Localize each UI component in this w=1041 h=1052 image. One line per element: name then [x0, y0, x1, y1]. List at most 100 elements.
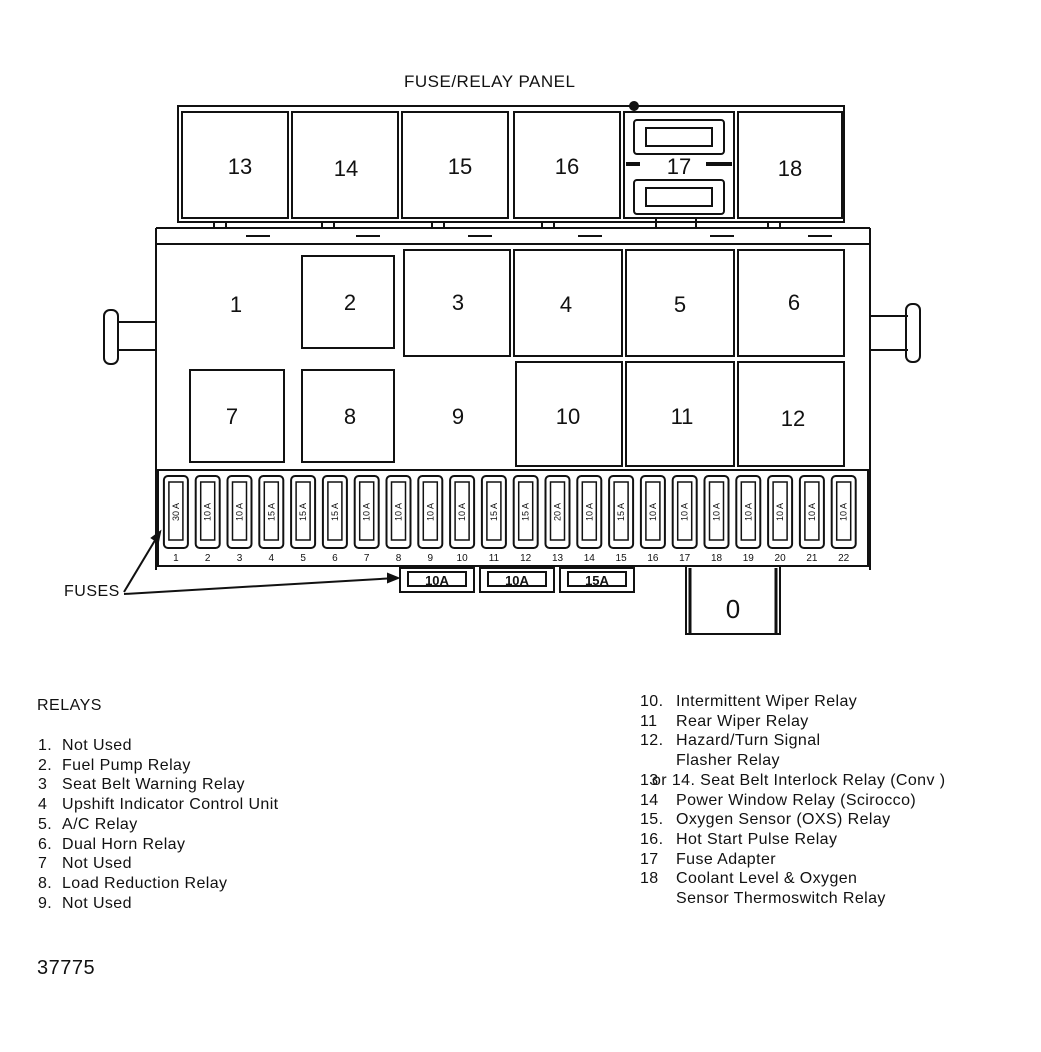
- relay-16: [513, 111, 621, 219]
- fuse-rating-label: 15 A: [298, 503, 308, 521]
- fuse-number-label: 4: [269, 553, 275, 564]
- fuse-rating-label: 15 A: [521, 503, 531, 521]
- legend-item: 12.Hazard/Turn Signal: [640, 732, 821, 750]
- relay-2-label: 2: [344, 290, 356, 315]
- fuse-16: 10 A 16: [639, 475, 666, 564]
- fuse-2: 10 A 2: [194, 475, 221, 564]
- fuse-number-label: 19: [743, 553, 755, 564]
- fuse-20: 10 A20: [767, 475, 794, 564]
- legend-item: 5.A/C Relay: [38, 815, 138, 833]
- fuse-rating-label: 10 A: [235, 503, 245, 521]
- legend-item: 8.Load Reduction Relay: [38, 874, 228, 892]
- relay-5-label: 5: [674, 292, 686, 317]
- relay-8-label: 8: [344, 404, 356, 429]
- fuse-rating-label: 15 A: [266, 503, 276, 521]
- relay-10-label: 10: [556, 404, 580, 429]
- legend-item: 9.Not Used: [38, 894, 132, 912]
- fuse-19: 10 A19: [735, 475, 762, 564]
- top-relay-strip: [177, 101, 845, 223]
- fuse-number-label: 3: [237, 553, 243, 564]
- relay-12: [737, 361, 845, 467]
- relay-17-fuse-adapter: [623, 101, 735, 219]
- relay-12-label: 12: [781, 406, 805, 431]
- legend-item: 1.Not Used: [38, 737, 132, 754]
- fuse-12: 15 A12: [512, 475, 539, 564]
- relay-11: [625, 361, 735, 467]
- fuse-number-label: 6: [332, 553, 338, 564]
- relay-4-label: 4: [560, 292, 572, 317]
- fuse-rating-label: 30 A: [171, 503, 181, 521]
- bottom-fuse-row: [399, 567, 635, 593]
- connector-label: 0: [726, 594, 740, 624]
- relay-14-label: 14: [334, 156, 358, 181]
- fuse-rating-label: 10 A: [362, 503, 372, 521]
- fuse-rating-label: 10 A: [203, 503, 213, 521]
- fuse-number-label: 22: [838, 553, 850, 564]
- diagram-title: FUSE/RELAY PANEL: [404, 72, 576, 91]
- fuse-rating-label: 15 A: [616, 503, 626, 521]
- fuse-3: 10 A 3: [226, 475, 253, 564]
- fuse-number-label: 20: [775, 553, 787, 564]
- relay-13-label: 13: [228, 154, 252, 179]
- fuse-rating-label: 10 A: [712, 503, 722, 521]
- relay-18-label: 18: [778, 156, 802, 181]
- relay-7: [189, 369, 285, 463]
- legend-item: 15.Oxygen Sensor (OXS) Relay: [640, 811, 891, 829]
- bottom-fuse-2: [479, 567, 555, 593]
- bottom-fuse-1: [399, 567, 475, 593]
- legend-item: Sensor Thermoswitch Relay: [676, 890, 886, 908]
- fuse-10: 10 A 10: [449, 475, 476, 564]
- fuse-rating-label: 10 A: [584, 503, 594, 521]
- relay-6-label: 6: [788, 290, 800, 315]
- fuses-callout-arrow: [123, 529, 401, 595]
- fuse-7: 10 A7: [353, 475, 380, 564]
- fuse-8: 10 A8: [385, 475, 412, 564]
- fuse-rating-label: 10 A: [457, 503, 467, 521]
- fuse-rating-label: 10 A: [425, 503, 435, 521]
- fuse-number-label: 13: [552, 553, 564, 564]
- fuse-15: 15 A 15: [608, 475, 635, 564]
- fuse-rating-label: 20 A: [553, 503, 563, 521]
- fuse-number-label: 17: [679, 553, 691, 564]
- relay-18: [737, 111, 843, 219]
- fuse-number-label: 5: [300, 553, 306, 564]
- fuse-9: 10 A9: [417, 475, 444, 564]
- fuse-rating-label: 10 A: [648, 503, 658, 521]
- relay-17-label: 17: [667, 154, 691, 179]
- fuse-number-label: 2: [205, 553, 211, 564]
- legend-item: 6.Dual Horn Relay: [38, 835, 186, 853]
- bottom-fuse-3: [559, 567, 635, 593]
- fuse-number-label: 8: [396, 553, 402, 564]
- relay-3: [403, 249, 511, 357]
- bottom-fuse-3-label: 15A: [585, 573, 609, 588]
- legend-item: 2.Fuel Pump Relay: [38, 756, 191, 774]
- fuse-4: 15 A 4: [258, 475, 285, 564]
- legend-item: Flasher Relay: [676, 752, 780, 770]
- relay-15: [401, 111, 509, 219]
- fuses-callout-label: FUSES: [64, 583, 120, 600]
- mounting-tab-right: [870, 303, 921, 363]
- fuse-number-label: 15: [616, 553, 628, 564]
- fuse-number-label: 18: [711, 553, 723, 564]
- relay-11-label: 11: [671, 404, 694, 429]
- relay-16-label: 16: [555, 154, 579, 179]
- fuse-number-label: 21: [806, 553, 818, 564]
- legend-item: 16.Hot Start Pulse Relay: [640, 830, 838, 848]
- relay-15-label: 15: [448, 154, 472, 179]
- fuse-number-label: 16: [647, 553, 659, 564]
- slot-9-label: 9: [452, 404, 464, 429]
- fuse-13: 20 A 13: [544, 475, 571, 564]
- fuse-rating-label: 10 A: [807, 503, 817, 521]
- fuse-22: 10 A22: [830, 475, 857, 564]
- fuse-number-label: 10: [457, 553, 469, 564]
- relay-2: [301, 255, 395, 349]
- relay-3-label: 3: [452, 290, 464, 315]
